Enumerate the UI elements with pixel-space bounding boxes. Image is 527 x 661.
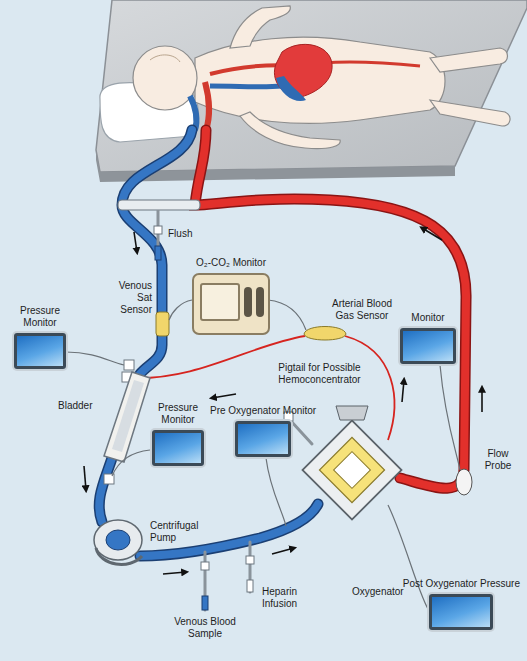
flow-arrows-part [134,232,137,252]
flow-arrows-part [84,466,86,490]
monitor-screen [400,328,456,364]
monitor-label: Pressure Monitor [150,402,206,426]
infant-figure-part [150,55,180,62]
oxygenator-part [319,437,384,502]
venous-tubing-part [140,504,318,556]
arterial-tubing [195,130,466,488]
flow-arrows-part [272,548,294,554]
infant-figure-part [230,6,290,48]
arterial-tubing-part [195,130,466,488]
component-label: Venous Sat Sensor [104,280,152,316]
monitor-label: Post Oxygenator Pressure [403,578,520,590]
flush-bridge-part [118,200,200,210]
component-label: Bladder [58,400,92,412]
monitor-screen [235,421,291,457]
oxygenator-part [303,421,402,520]
component-label: Arterial Blood Gas Sensor [322,298,402,322]
centrifugal-pump-part [94,520,142,560]
gas-monitor: O₂-CO₂ Monitor [192,257,270,335]
monitor: Pressure Monitor [150,402,206,466]
flow-arrows-part [402,380,404,402]
centrifugal-pump-part [96,548,142,564]
flow-arrows-part [212,394,236,398]
stopcocks-and-ports-part [202,596,208,610]
sensor-port [256,287,264,317]
monitor: Pre Oxygenator Monitor [210,405,316,457]
stopcocks-and-ports-part [246,556,254,564]
flow-arrows-part [422,228,442,240]
component-label: Flush [168,228,192,240]
oxygenator-part [334,452,371,489]
infant-figure-part [210,84,282,90]
arterial-tubing-part [195,130,466,488]
monitor-cables-part [169,300,192,320]
sensor-port [244,287,252,317]
monitor-cables-part [268,300,306,330]
sensors-part [456,469,472,495]
flush-bridge-part [155,246,161,260]
venous-tubing-part [122,130,192,374]
bladder [104,372,150,462]
flow-arrows-part [481,388,483,412]
monitor-screen [152,430,204,466]
bed-table-part [96,0,527,172]
monitor-cables-part [112,450,150,476]
sensors-part [304,327,346,341]
bed-table [96,0,527,182]
venous-tubing-part [99,458,112,522]
monitor-label: Pre Oxygenator Monitor [210,405,316,417]
monitor-cables-part [66,352,124,365]
monitor: Monitor [400,312,456,364]
centrifugal-pump [94,520,142,564]
stopcocks-and-ports-part [247,580,253,592]
infant-figure-part [205,82,209,130]
component-label: Pigtail for Possible Hemoconcentrator [262,362,377,386]
monitor-label: Monitor [400,312,456,324]
monitor-screen [429,594,493,630]
venous-tubing-part [99,458,112,522]
component-label: Heparin Infusion [262,586,322,610]
stopcocks-and-ports-part [124,360,134,370]
component-label: Oxygenator [352,586,404,598]
oxygenator-part [336,406,368,420]
flush-bridge [118,200,200,260]
infant-figure-part [133,46,197,110]
monitor: Pressure Monitor [12,305,68,369]
component-label: Venous Blood Sample [166,616,244,640]
monitor-cables-part [266,458,286,526]
infant-figure-part [430,48,510,126]
centrifugal-pump-part [106,530,130,550]
stopcocks-and-ports-part [290,420,312,444]
flush-bridge-part [154,226,162,234]
component-label: Flow Probe [474,448,522,472]
stopcocks-and-ports [104,360,312,610]
component-label: Centrifugal Pump [150,520,210,544]
venous-tubing-part [122,130,192,374]
monitor-housing [192,273,270,335]
flow-arrows [84,228,482,574]
flow-arrows-part [163,572,186,574]
monitor-cables [66,300,460,612]
sensors-part [156,312,169,336]
infant-figure-part [276,76,306,101]
infant-figure-part [195,37,445,123]
monitor-screen [14,333,66,369]
monitor-cables-part [440,365,460,470]
venous-tubing-part [140,504,318,556]
monitor-label: O₂-CO₂ Monitor [192,257,270,269]
stopcocks-and-ports-part [201,562,209,570]
bladder-part [112,380,144,452]
infant-figure-part [240,112,340,149]
monitor-label: Pressure Monitor [12,305,68,329]
monitor-screen [200,283,240,321]
oxygenator [303,406,402,519]
monitor: Post Oxygenator Pressure [403,578,520,630]
bladder-part [104,372,150,462]
